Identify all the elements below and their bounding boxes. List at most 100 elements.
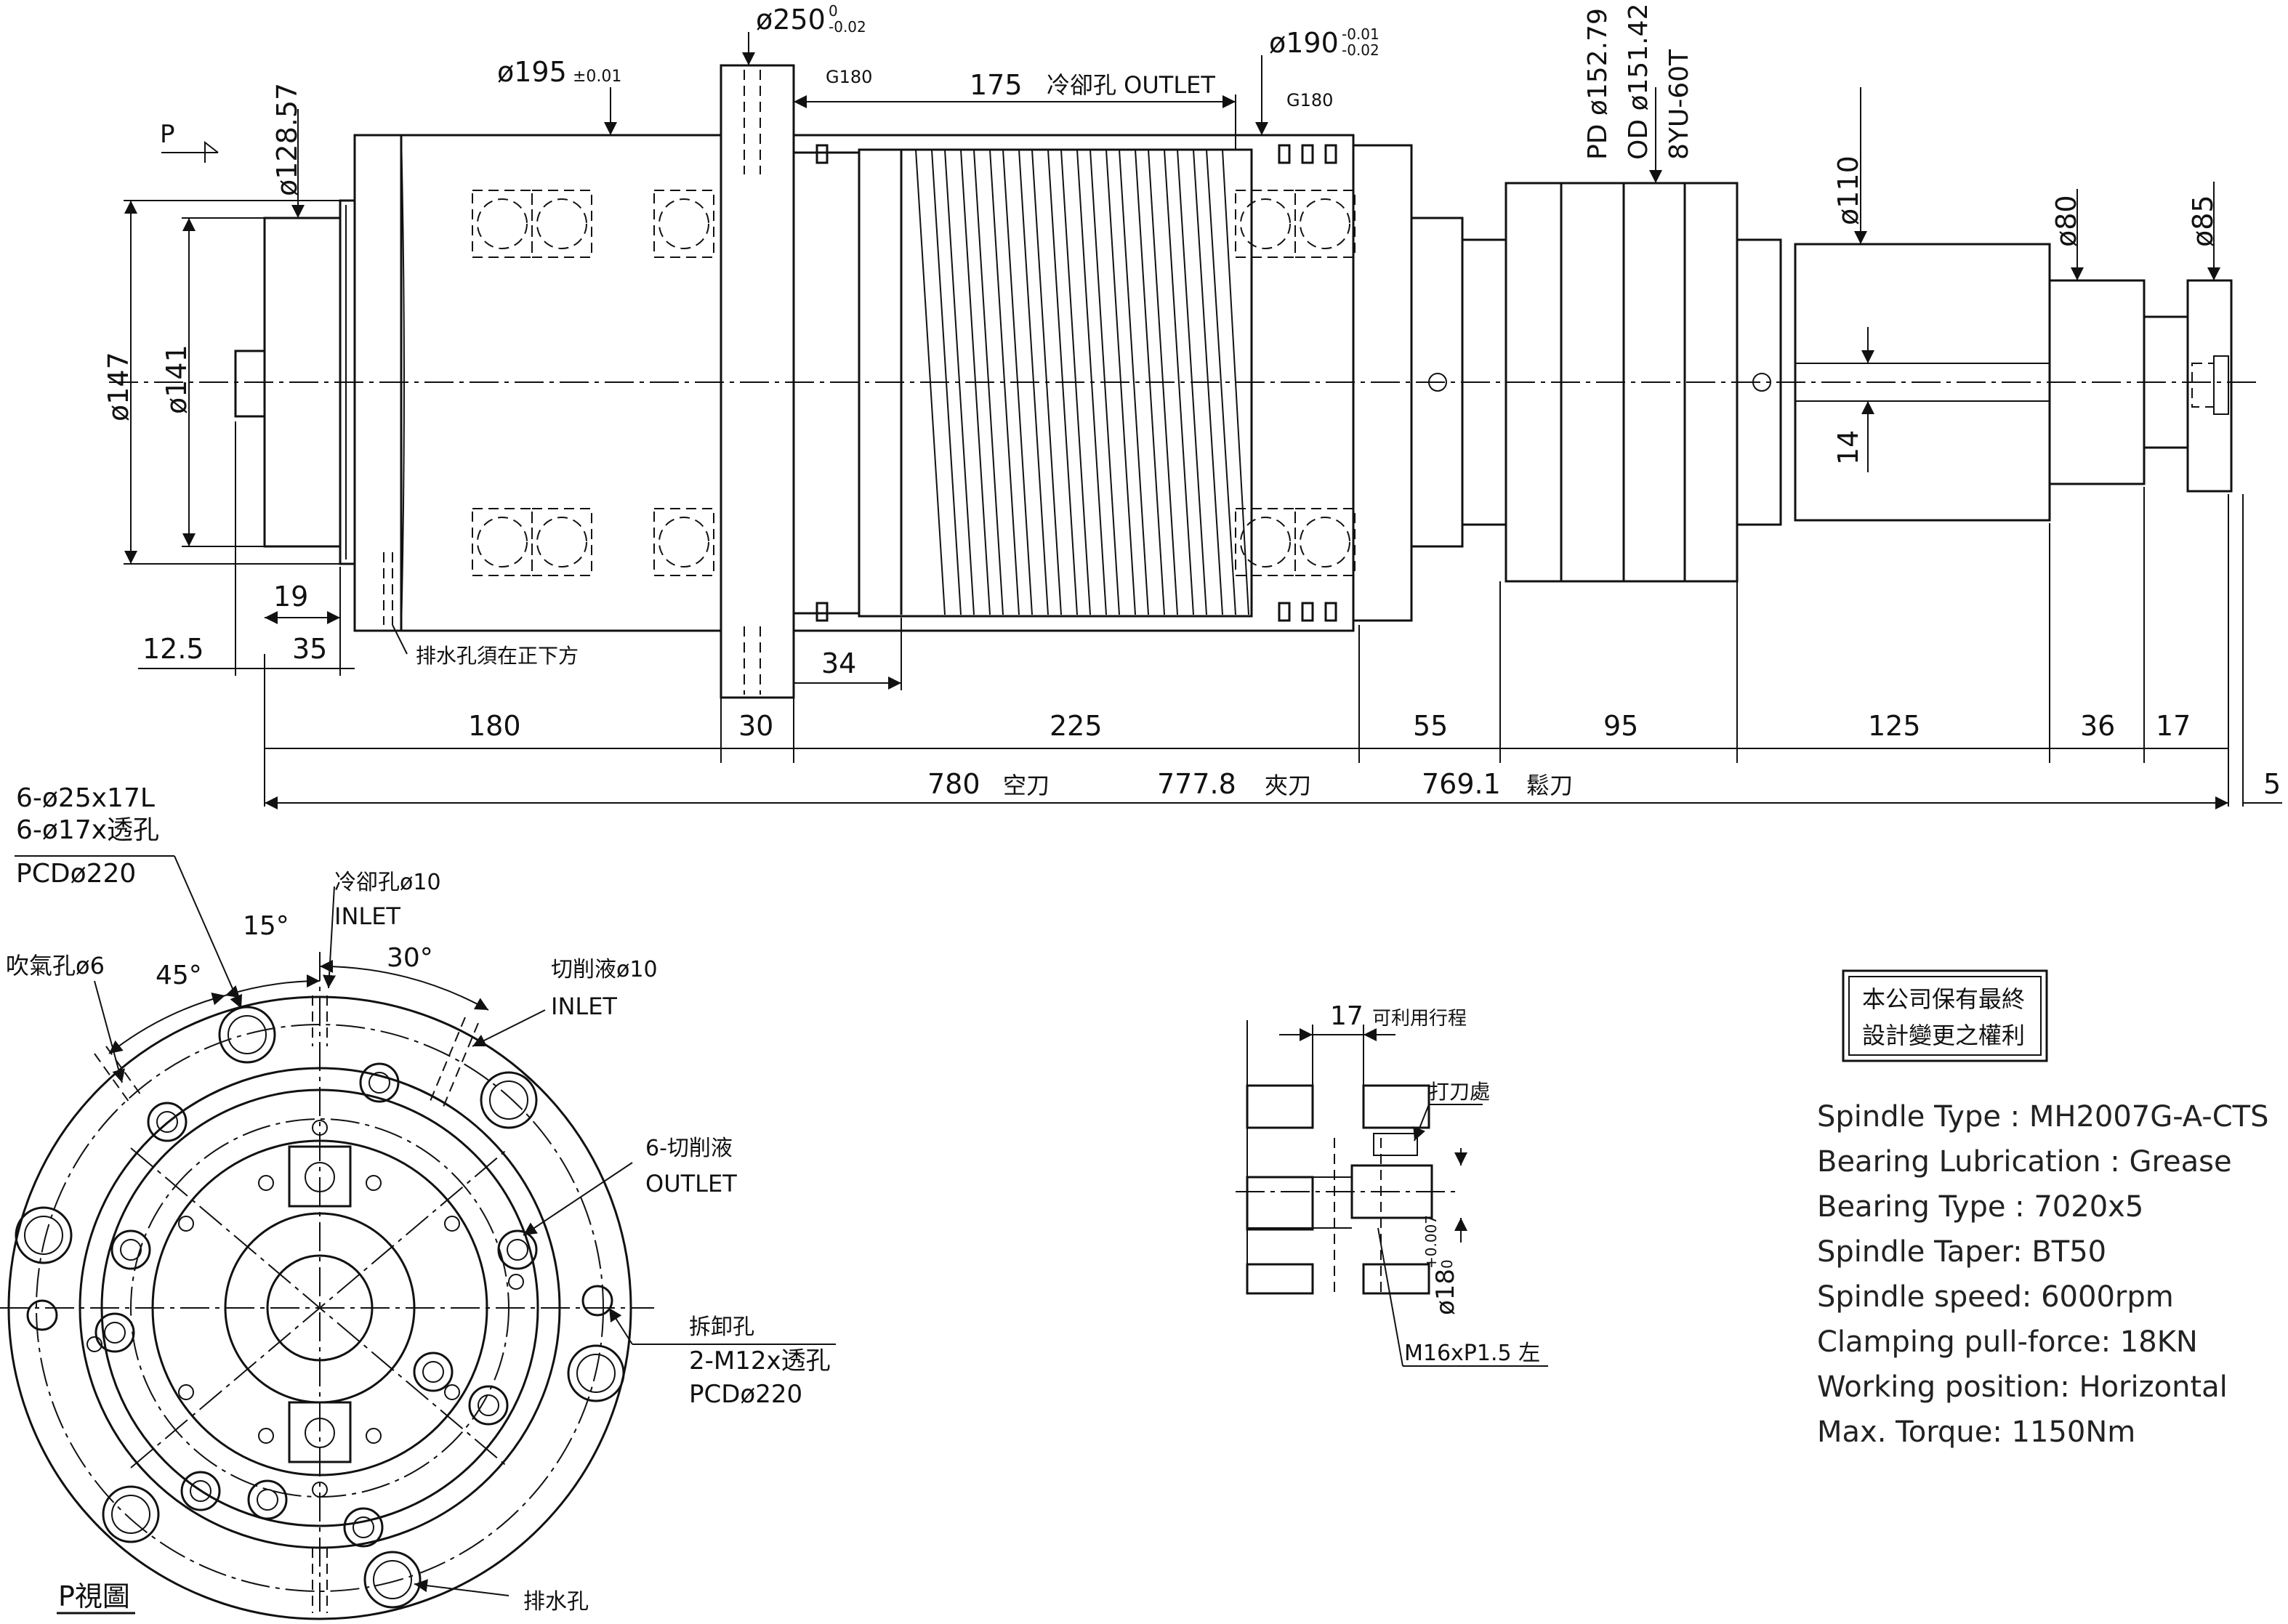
dim-d190: ø190 [1269,27,1339,59]
o-rings [815,144,1337,622]
overall-end: 5 [2263,768,2281,800]
mounting-holes [15,1006,625,1609]
detail-d18-tol-upper: +0.007 [1422,1215,1440,1269]
notice-line-1: 本公司保有最終 [1862,985,2025,1013]
spec-list: Spindle Type : MH2007G-A-CTS Bearing Lub… [1817,1100,2268,1449]
chain-dim-125: 125 [1868,710,1921,742]
dimension-lines [124,32,2282,809]
detail-stroke-label: 可利用行程 [1372,1008,1467,1030]
label-removal-holes: 拆卸孔 [689,1314,754,1340]
dim-d195-tol: ±0.01 [573,68,621,86]
housing-mid [151,1139,488,1476]
label-angle-45: 45° [156,961,202,990]
spec-spindle-speed: Spindle speed: 6000rpm [1817,1280,2174,1314]
chain-dim-180: 180 [468,710,521,742]
spindle-side-view: ø250 0 -0.02 ø195 ±0.01 ø190 -0.01 -0.02… [102,2,2282,809]
overall-empty: 780 [927,768,980,800]
detail-d18-tol-lower: 0 [1438,1259,1456,1269]
dim-d80: ø80 [2050,195,2082,247]
dim-pd: PD ø152.79 [1583,8,1613,160]
dim-belt: 8YU-60T [1664,49,1694,160]
spiral-grooves [900,149,1249,615]
overall-clamped: 777.8 [1157,768,1236,800]
dim-d128: ø128.57 [271,83,303,196]
dim-d85: ø85 [2187,195,2219,247]
dim-d190-tol-lower: -0.02 [1342,41,1379,59]
detail-stroke: 17 [1330,1001,1363,1031]
drain-hole [383,552,393,625]
dim-coolant-outlet-label: 冷卻孔 OUTLET [1047,71,1215,99]
spec-bearing-lubrication: Bearing Lubrication : Grease [1817,1145,2232,1179]
detail-knock-point: 打刀處 [1429,1080,1490,1104]
dim-d110: ø110 [1832,155,1864,225]
dim-d250: ø250 [756,4,826,36]
dim-g180-right: G180 [1286,90,1333,110]
front-bearings [472,190,714,576]
chain-dim-225: 225 [1050,710,1103,742]
label-holes-pcd: PCDø220 [16,859,136,889]
overall-released-label: 鬆刀 [1526,772,1573,799]
chain-dim-36: 36 [2080,710,2115,742]
overall-empty-label: 空刀 [1003,772,1050,799]
label-removal-holes-2: 2-M12x透孔 [689,1346,831,1375]
drive-key-bottom [288,1401,352,1463]
spec-clamping-force: Clamping pull-force: 18KN [1817,1325,2198,1359]
dim-d250-tol-upper: 0 [829,2,838,20]
flange-inner [78,1067,561,1549]
spec-bearing-type: Bearing Type : 7020x5 [1817,1190,2143,1224]
dim-g180-left: G180 [826,67,872,87]
screw-holes [86,1120,524,1498]
dim-d250-tol-lower: -0.02 [829,18,866,36]
dim-35: 35 [292,633,327,665]
detail-view: 17 可利用行程 打刀處 ø18 +0.007 0 M16xP1.5 左 [1236,1001,1548,1367]
drive-key-top [288,1145,352,1208]
p-view-leaders [15,855,836,1596]
chain-dim-17: 17 [2156,710,2191,742]
chain-dim-30: 30 [738,710,773,742]
dim-od: OD ø151.42 [1624,4,1653,161]
label-cutting-fluid-inlet-2: INLET [551,993,617,1020]
pcd-circle [36,1024,604,1592]
spec-spindle-type: Spindle Type : MH2007G-A-CTS [1817,1100,2268,1134]
dim-d195: ø195 [497,56,567,88]
label-angle-30: 30° [387,943,433,973]
spec-spindle-taper: Spindle Taper: BT50 [1817,1235,2106,1269]
label-coolant-inlet: 冷卻孔ø10 [334,870,441,895]
label-coolant-inlet-2: INLET [334,902,400,930]
notice-line-2: 設計變更之權利 [1862,1022,2025,1049]
dimension-texts: ø250 0 -0.02 ø195 ±0.01 ø190 -0.01 -0.02… [102,2,2281,800]
p-view-title: P視圖 [58,1580,130,1612]
label-air-hole: 吹氣孔ø6 [6,952,105,979]
dim-12-5: 12.5 [142,633,204,665]
spec-max-torque: Max. Torque: 1150Nm [1817,1415,2135,1449]
dim-d190-tol-upper: -0.01 [1342,25,1379,43]
coolant-passages [94,995,479,1613]
label-angle-15: 15° [243,911,289,941]
dim-19: 19 [273,581,308,613]
detail-d18: ø18 [1431,1269,1460,1315]
label-cutting-fluid-outlet: 6-切削液 [645,1136,733,1161]
flange-holes [744,70,761,695]
view-arrow-p: P [160,120,175,149]
chain-dim-95: 95 [1603,710,1638,742]
housing-outer [100,1088,539,1527]
inner-holes [94,1062,538,1548]
rear-bearings [1235,190,1356,576]
spec-working-position: Working position: Horizontal [1817,1370,2228,1404]
rotary-joint [2186,279,2233,493]
p-view-labels: 6-ø25x17L 6-ø17x透孔 PCDø220 吹氣孔ø6 45° 15°… [6,783,831,1615]
dim-coolant-outlet-len: 175 [970,69,1023,101]
taper-bore [266,1254,374,1362]
label-cutting-fluid-outlet-2: OUTLET [645,1170,737,1197]
chain-dim-55: 55 [1413,710,1448,742]
dim-14: 14 [1832,430,1864,465]
dim-34: 34 [821,647,856,679]
dim-d147: ø147 [102,352,134,421]
spindle-nose-tip [234,350,266,418]
label-cutting-fluid-inlet: 切削液ø10 [551,957,658,982]
overall-clamped-label: 夾刀 [1265,772,1311,799]
pulley-nut [1736,238,1782,526]
spiral-groove-zone [858,148,1253,618]
label-holes-1: 6-ø25x17L [16,783,155,813]
dim-d141: ø141 [161,344,193,414]
